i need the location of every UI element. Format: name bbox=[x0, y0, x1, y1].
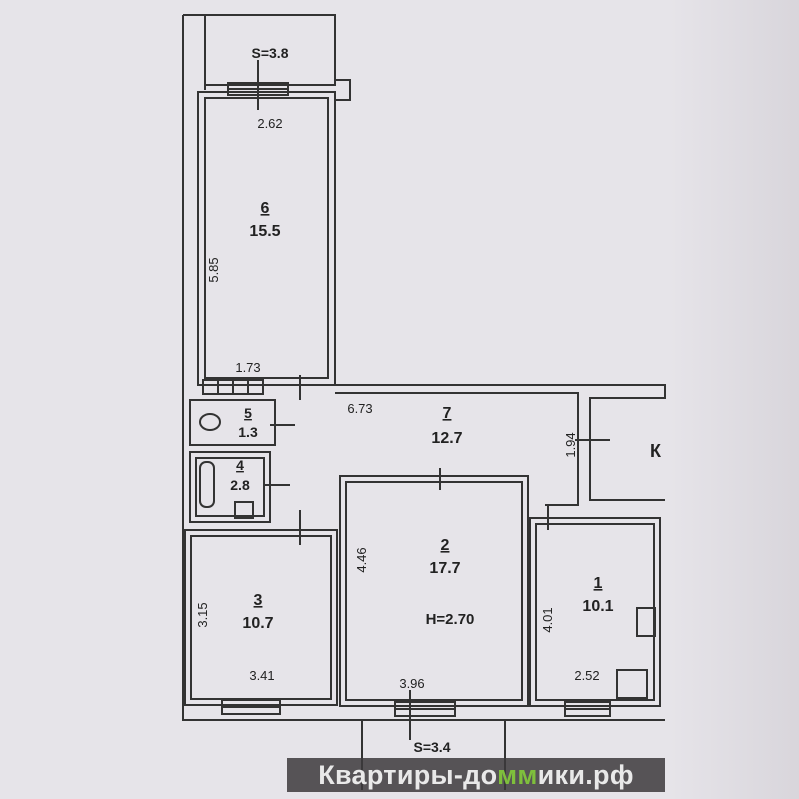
room-6-dim-h: 5.85 bbox=[206, 257, 221, 282]
room-2-height: H=2.70 bbox=[426, 611, 475, 628]
room-2-dim-w: 3.96 bbox=[399, 676, 424, 691]
house-logo-icon: мм bbox=[497, 760, 538, 790]
room-7-number: 7 bbox=[443, 405, 452, 422]
room-3 bbox=[184, 529, 338, 706]
photo-edge-shade bbox=[669, 0, 799, 799]
room-6 bbox=[197, 91, 336, 386]
watermark-text-end: ики.рф bbox=[537, 760, 634, 790]
room-7-area: 12.7 bbox=[431, 430, 462, 447]
room-6-area: 15.5 bbox=[249, 223, 280, 240]
room-5 bbox=[189, 399, 276, 446]
room-1-dim-w: 2.52 bbox=[574, 668, 599, 683]
room-4 bbox=[189, 451, 271, 523]
room-5-area: 1.3 bbox=[238, 424, 258, 440]
room-2-number: 2 bbox=[441, 537, 450, 554]
room-1 bbox=[529, 517, 661, 707]
room6-top-dim: 2.62 bbox=[257, 116, 282, 131]
watermark: Квартиры-доммики.рф bbox=[287, 758, 665, 792]
room-6-number: 6 bbox=[261, 200, 270, 217]
watermark-text-start: Квартиры-до bbox=[318, 760, 498, 790]
corridor-wall bbox=[280, 384, 666, 501]
room-7-dim-h: 1.94 bbox=[563, 432, 578, 457]
balcony-top-area: S=3.8 bbox=[252, 45, 289, 61]
room-2-area: 17.7 bbox=[429, 560, 460, 577]
room-1-area: 10.1 bbox=[582, 598, 613, 615]
room-3-area: 10.7 bbox=[242, 615, 273, 632]
room-1-number: 1 bbox=[594, 575, 603, 592]
room-4-number: 4 bbox=[236, 457, 244, 473]
room-6-dim-w: 1.73 bbox=[235, 360, 260, 375]
room-1-dim-h: 4.01 bbox=[540, 607, 555, 632]
room-3-dim-w: 3.41 bbox=[249, 668, 274, 683]
balcony-top bbox=[204, 14, 336, 86]
room-2 bbox=[339, 475, 529, 707]
room-4-area: 2.8 bbox=[230, 477, 250, 493]
room-5-number: 5 bbox=[244, 405, 252, 421]
room-3-dim-h: 3.15 bbox=[195, 602, 210, 627]
room-2-dim-h: 4.46 bbox=[354, 547, 369, 572]
room-3-number: 3 bbox=[254, 592, 263, 609]
balcony-bottom-area: S=3.4 bbox=[414, 739, 451, 755]
stair-label: К bbox=[650, 441, 662, 461]
room-7-dim-w: 6.73 bbox=[347, 401, 372, 416]
